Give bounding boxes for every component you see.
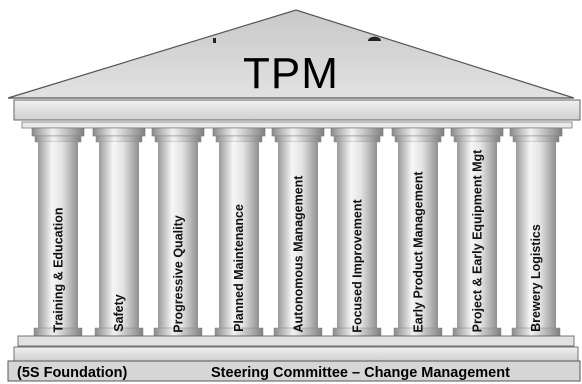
pillar-label: Autonomous Management bbox=[290, 175, 305, 332]
pillar-label: Planned Maintenance bbox=[231, 204, 246, 332]
pillar-shaft bbox=[219, 142, 259, 328]
foundation-band bbox=[7, 360, 581, 382]
pillar-capital bbox=[151, 127, 205, 137]
pillar-capital bbox=[509, 127, 563, 137]
pillar-shaft bbox=[278, 142, 318, 328]
pillar-capital-ring bbox=[154, 135, 202, 143]
pillar-capital-ring bbox=[34, 135, 82, 143]
stylobate bbox=[17, 335, 575, 347]
pillar-label: Brewery Logistics bbox=[528, 224, 543, 332]
pillar-shaft bbox=[516, 142, 556, 328]
pillar-capital-ring bbox=[95, 135, 143, 143]
pillar-capital-ring bbox=[512, 135, 560, 143]
pillar-capital bbox=[450, 127, 504, 137]
pillar-shaft bbox=[337, 142, 377, 328]
pillar-capital bbox=[391, 127, 445, 137]
pillar-capital-ring bbox=[274, 135, 322, 143]
pillar-capital-ring bbox=[333, 135, 381, 143]
pillar-capital-ring bbox=[453, 135, 501, 143]
pillar-label: Training & Education bbox=[51, 206, 66, 333]
foundation-label: (5S Foundation) bbox=[17, 365, 128, 381]
pillar-shaft bbox=[158, 142, 198, 328]
pillar-capital bbox=[271, 127, 325, 137]
pillar-label: Project & Early Equipment Mgt bbox=[469, 149, 484, 332]
pillar-capital bbox=[92, 127, 146, 137]
foundation-slab bbox=[13, 346, 579, 362]
pillar-shaft bbox=[398, 142, 438, 328]
pillar-shaft bbox=[38, 142, 78, 328]
pillar-label: Early Product Management bbox=[411, 170, 426, 333]
pillar-label: Progressive Quality bbox=[171, 214, 186, 333]
pillar-label: Safety bbox=[111, 294, 126, 332]
pillar-capital-ring bbox=[394, 135, 442, 143]
pillar-capital-ring bbox=[215, 135, 263, 143]
entablature bbox=[13, 99, 581, 121]
columns-group bbox=[31, 127, 563, 337]
pillar-capital bbox=[31, 127, 85, 137]
pillar-capital bbox=[212, 127, 266, 137]
tpm-title: TPM bbox=[243, 49, 339, 98]
roof-mark bbox=[213, 38, 216, 43]
pillar-label: Focused Improvement bbox=[350, 198, 365, 333]
architrave bbox=[21, 121, 573, 129]
pillar-capital bbox=[330, 127, 384, 137]
roof-mark bbox=[368, 36, 381, 41]
pillar-shaft bbox=[457, 142, 497, 328]
steering-committee-label: Steering Committee – Change Management bbox=[211, 365, 510, 381]
roof-pediment bbox=[7, 9, 575, 99]
pillar-shaft bbox=[99, 142, 139, 328]
